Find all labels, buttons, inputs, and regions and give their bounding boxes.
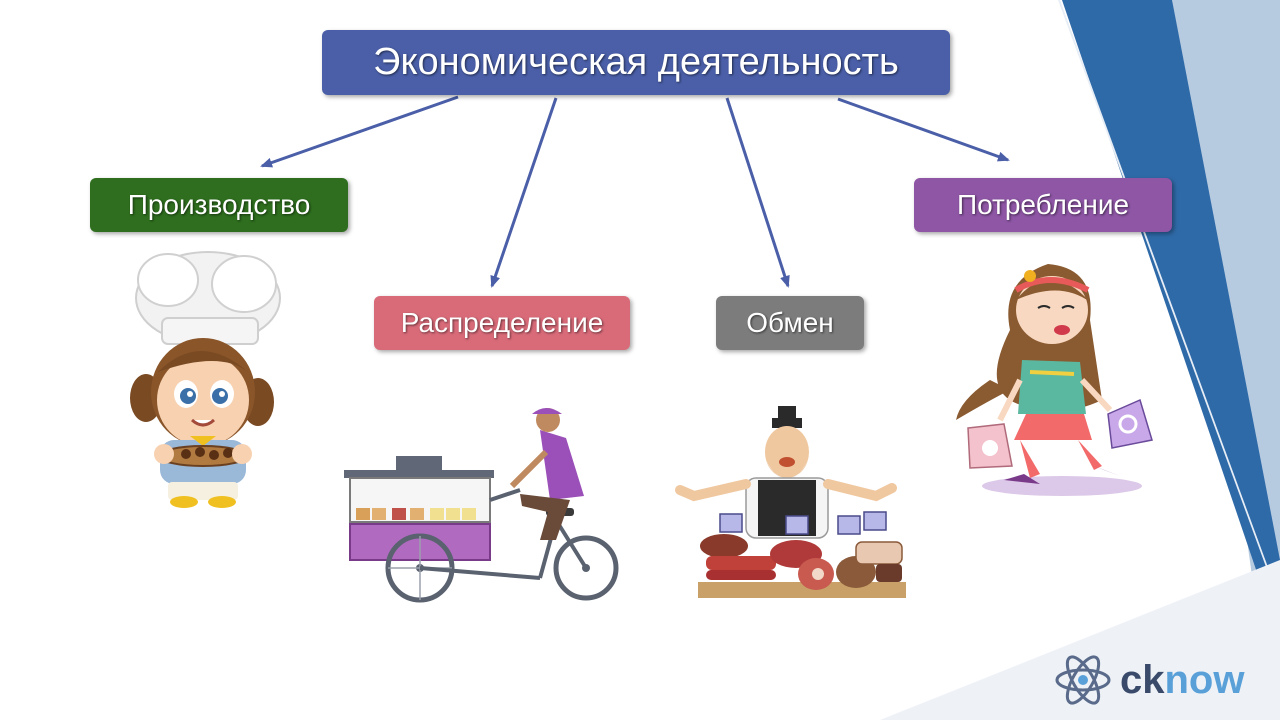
butcher-market-illustration <box>675 406 906 598</box>
node-production: Производство <box>90 178 348 232</box>
logo-text-part2: now <box>1164 657 1245 702</box>
cknow-logo: cknow <box>1054 650 1270 710</box>
node-exchange: Обмен <box>716 296 864 350</box>
bottom-right-sheet-shadow <box>880 560 1280 720</box>
shopping-girl-illustration <box>956 264 1153 496</box>
cargo-bike-vendor-illustration <box>344 408 619 603</box>
arrow-to-consumption <box>837 97 1010 162</box>
node-consumption: Потребление <box>914 178 1172 232</box>
arrow-to-production <box>260 95 459 168</box>
root-node: Экономическая деятельность <box>322 30 950 95</box>
atom-icon <box>1055 655 1111 705</box>
dark-blue-stripe <box>1062 0 1280 640</box>
node-distribution: Распределение <box>374 296 630 350</box>
logo-text: cknow <box>1120 658 1244 703</box>
arrow-to-distribution <box>490 97 558 288</box>
logo-text-part1: ck <box>1120 657 1165 702</box>
arrow-to-exchange <box>725 97 790 288</box>
chef-girl-illustration <box>130 251 281 508</box>
stripe-edge <box>1058 0 1280 605</box>
